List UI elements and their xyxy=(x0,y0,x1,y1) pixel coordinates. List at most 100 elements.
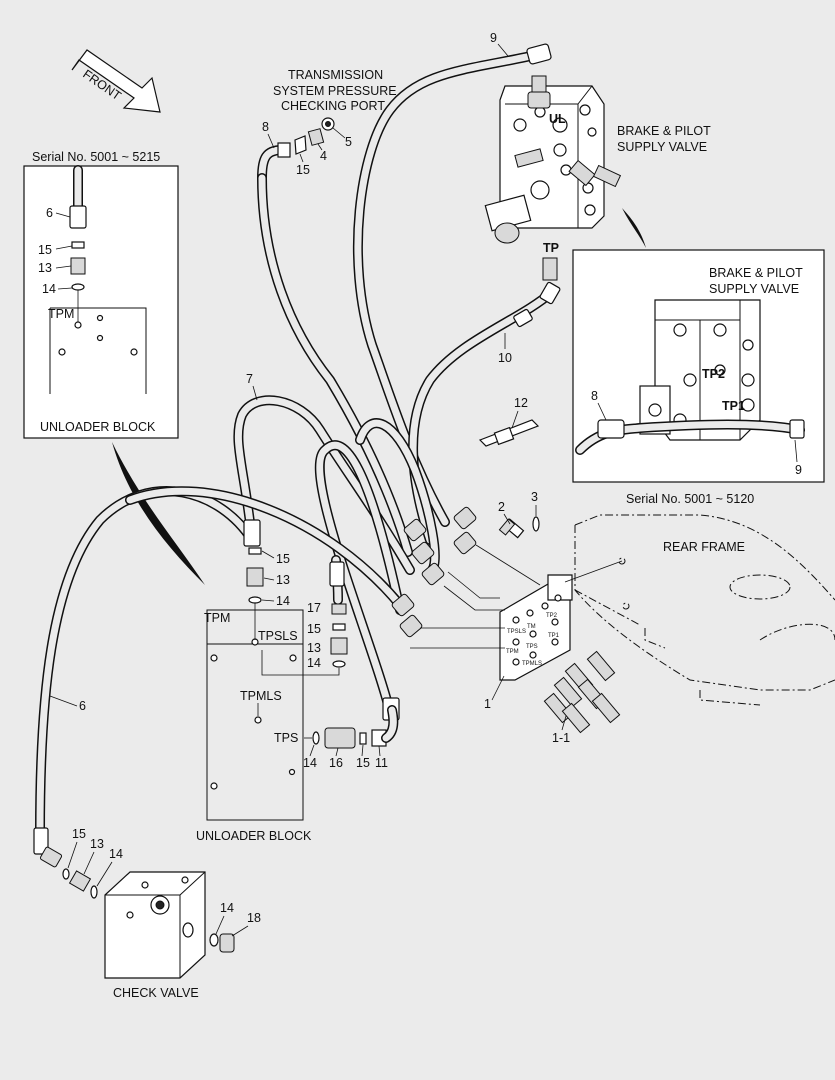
num-11: 11 xyxy=(375,756,388,770)
num-13-inset: 13 xyxy=(38,261,52,275)
seal-15-d xyxy=(62,868,70,880)
part-number-labels: 9 10 7 6 12 xyxy=(49,31,540,713)
inset-port-tp1: TP1 xyxy=(722,399,745,413)
hose-fittings xyxy=(33,43,561,855)
main-unloader-caption: UNLOADER BLOCK xyxy=(196,829,312,843)
brake-valve-line-2: SUPPLY VALVE xyxy=(617,140,707,154)
num-15-inset: 15 xyxy=(38,243,52,257)
num-3: 3 xyxy=(531,490,538,504)
panel-label-tpm: TPM xyxy=(506,649,519,655)
num-5: 5 xyxy=(345,135,352,149)
left-inset-unloader: Serial No. 5001 ~ 5215 TPM UNLOADER BLOC… xyxy=(23,150,179,439)
washer-3 xyxy=(532,516,540,532)
num-18: 18 xyxy=(247,911,261,925)
num-14-b: 14 xyxy=(307,656,321,670)
num-14-e: 14 xyxy=(220,901,234,915)
inset-fitting-8 xyxy=(597,419,625,439)
num-15-d: 15 xyxy=(72,827,86,841)
seal-15-c xyxy=(359,732,367,745)
rear-frame-label: REAR FRAME xyxy=(663,540,745,554)
front-direction-arrow: FRONT xyxy=(71,49,161,113)
panel-label-tm: TM xyxy=(527,624,536,630)
adapter-4 xyxy=(307,128,325,146)
panel-label-tp1: TP1 xyxy=(548,633,560,639)
main-port-tpsls: TPSLS xyxy=(258,629,298,643)
unloader-block-inset xyxy=(49,307,147,394)
main-port-tpmls: TPMLS xyxy=(240,689,282,703)
o-ring-14-inset xyxy=(71,283,85,291)
adapter-13-a xyxy=(246,567,264,587)
num-14-inset: 14 xyxy=(42,282,56,296)
num-9-top: 9 xyxy=(490,31,497,45)
seal-15-b xyxy=(332,623,346,631)
num-8-inset: 8 xyxy=(591,389,598,403)
fitting-6-inset xyxy=(69,205,87,229)
num-2: 2 xyxy=(498,500,505,514)
elbow-fitting-8-top xyxy=(277,142,291,158)
adapter-13-c xyxy=(68,870,92,892)
inset-pointer-swoosh xyxy=(112,442,205,585)
adapter-13-inset xyxy=(70,257,86,275)
num-13-c: 13 xyxy=(90,837,104,851)
plug-18 xyxy=(219,933,235,953)
inset-fitting-9 xyxy=(789,419,805,439)
num-15-top: 15 xyxy=(296,163,310,177)
panel-label-tps: TPS xyxy=(526,644,538,650)
unloader-block-main: 15 13 14 TPM TPSLS TPMLS TPS UNLOADER BL… xyxy=(196,547,399,843)
num-6-main: 6 xyxy=(79,699,86,713)
tsp-line-1: TRANSMISSION xyxy=(288,68,383,82)
o-ring-14-c xyxy=(312,731,320,745)
check-valve: 15 13 14 14 18 CHECK VALVE xyxy=(39,827,261,1000)
port-ul: UL xyxy=(549,112,566,126)
ul-port-fitting xyxy=(531,75,547,93)
hoses xyxy=(35,49,557,837)
brake-valve-line-1: BRAKE & PILOT xyxy=(617,124,711,138)
num-4: 4 xyxy=(320,149,327,163)
right-inset-valve: BRAKE & PILOT SUPPLY VALVE TP1 TP2 8 9 S… xyxy=(572,249,825,506)
num-17: 17 xyxy=(307,601,321,615)
rear-frame: REAR FRAME xyxy=(564,514,835,706)
unloader-block-body xyxy=(206,609,304,821)
num-1-1: 1-1 xyxy=(552,731,570,745)
inset-brake-line-1: BRAKE & PILOT xyxy=(709,266,803,280)
num-8-top: 8 xyxy=(262,120,269,134)
num-15-c: 15 xyxy=(356,756,370,770)
right-pointer-swoosh xyxy=(622,208,646,248)
panel-hose-fittings xyxy=(382,506,477,721)
main-port-tps: TPS xyxy=(274,731,298,745)
panel-label-tp2: TP2 xyxy=(546,613,558,619)
panel-label-tpmls: TPMLS xyxy=(522,661,542,667)
right-inset-serial: Serial No. 5001 ~ 5120 xyxy=(626,492,754,506)
num-7: 7 xyxy=(246,372,253,386)
o-ring-14-d xyxy=(90,885,98,899)
panel-label-tpsls: TPSLS xyxy=(507,629,526,635)
tsp-line-3: CHECKING PORT xyxy=(281,99,385,113)
inset-unloader-caption: UNLOADER BLOCK xyxy=(40,420,156,434)
num-16: 16 xyxy=(329,756,343,770)
fitting-17 xyxy=(331,603,347,615)
adapter-13-b xyxy=(330,637,348,655)
num-9-inset: 9 xyxy=(795,463,802,477)
num-6-inset: 6 xyxy=(46,206,53,220)
o-ring-14-a xyxy=(248,596,262,604)
num-1: 1 xyxy=(484,697,491,711)
num-14-d: 14 xyxy=(109,847,123,861)
num-10: 10 xyxy=(498,351,512,365)
inset-port-tp2: TP2 xyxy=(702,367,725,381)
num-15-b: 15 xyxy=(307,622,321,636)
seal-15-a xyxy=(248,547,262,555)
o-ring-14-b xyxy=(332,660,346,668)
num-14-a: 14 xyxy=(276,594,290,608)
num-14-c: 14 xyxy=(303,756,317,770)
o-ring-14-e xyxy=(209,933,219,947)
inset-port-tpm: TPM xyxy=(48,307,74,321)
check-fitting-16 xyxy=(324,727,356,749)
inset-brake-line-2: SUPPLY VALVE xyxy=(709,282,799,296)
main-port-tpm: TPM xyxy=(204,611,230,625)
test-port-panel: TPSLS TM TP1 TPS TPM TP2 TPMLS 2 3 1 1-1 xyxy=(410,490,621,745)
num-15-a: 15 xyxy=(276,552,290,566)
num-13-b: 13 xyxy=(307,641,321,655)
brake-pilot-valve: BRAKE & PILOT SUPPLY VALVE UL TP xyxy=(484,75,711,281)
num-12: 12 xyxy=(514,396,528,410)
